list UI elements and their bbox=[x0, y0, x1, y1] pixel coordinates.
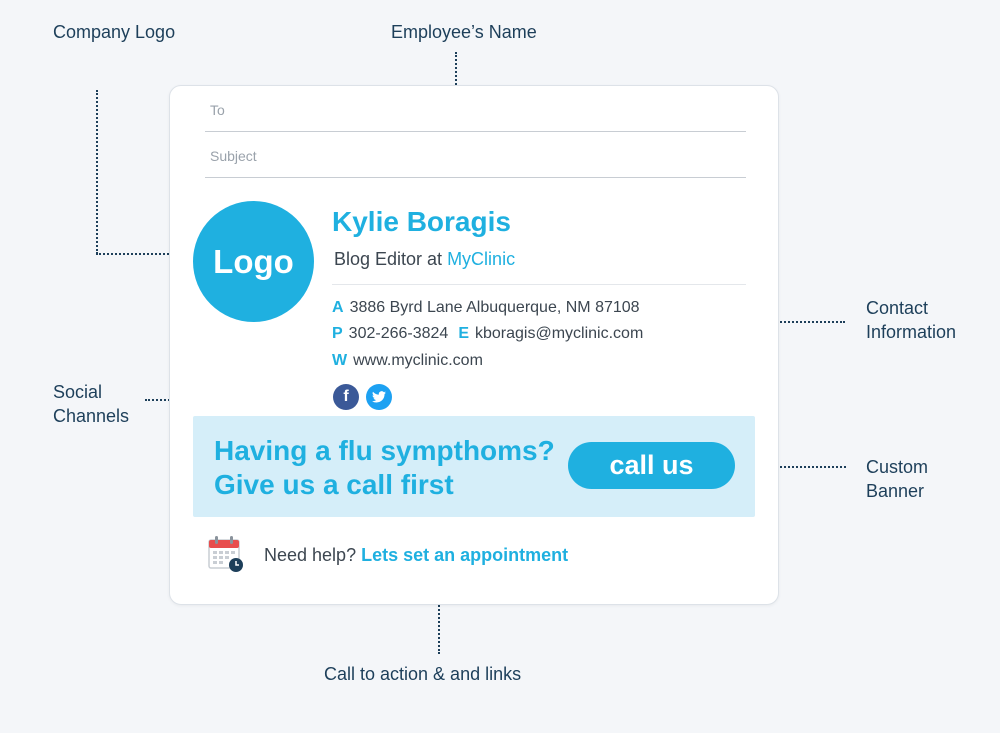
signature-divider bbox=[332, 284, 746, 285]
leader-line-logo-horizontal bbox=[96, 253, 184, 255]
address-line: A 3886 Byrd Lane Albuquerque, NM 87108 bbox=[332, 299, 640, 317]
banner-line-1: Having a flu sympthoms? bbox=[214, 435, 555, 466]
email-key: E bbox=[458, 325, 469, 342]
cta-prefix: Need help? bbox=[264, 545, 362, 565]
address-value: 3886 Byrd Lane Albuquerque, NM 87108 bbox=[349, 299, 640, 316]
call-us-button[interactable]: call us bbox=[568, 442, 735, 489]
annotation-call-to-action: Call to action & and links bbox=[324, 664, 522, 684]
appointment-link[interactable]: Lets set an appointment bbox=[361, 545, 569, 565]
annotation-contact-information: Contact Information bbox=[866, 298, 957, 342]
email-value[interactable]: kboragis@myclinic.com bbox=[474, 325, 644, 342]
annotation-custom-banner: Custom Banner bbox=[866, 457, 929, 501]
leader-line-cta bbox=[438, 590, 440, 654]
calendar-icon bbox=[208, 536, 243, 572]
subject-field-placeholder: Subject bbox=[210, 148, 257, 164]
leader-line-banner bbox=[736, 466, 846, 468]
company-logo: Logo bbox=[193, 201, 314, 322]
annotation-social-channels: Social Channels bbox=[53, 382, 130, 426]
company-link[interactable]: MyClinic bbox=[447, 249, 516, 269]
phone-value[interactable]: 302-266-3824 bbox=[348, 325, 449, 342]
custom-banner: Having a flu sympthoms? Give us a call f… bbox=[193, 416, 755, 517]
web-value[interactable]: www.myclinic.com bbox=[353, 352, 483, 369]
role-prefix: Blog Editor at bbox=[334, 249, 448, 269]
to-field-placeholder: To bbox=[210, 102, 225, 118]
employee-name: Kylie Boragis bbox=[332, 206, 511, 237]
annotation-employee-name: Employee’s Name bbox=[391, 22, 537, 42]
subject-field[interactable]: Subject bbox=[205, 132, 746, 178]
employee-role: Blog Editor at MyClinic bbox=[334, 249, 515, 270]
facebook-icon[interactable]: f bbox=[333, 384, 359, 410]
email-signature-card: To Subject Logo Kylie Boragis Blog Edito… bbox=[169, 85, 779, 605]
phone-key: P bbox=[332, 325, 343, 342]
twitter-bird-glyph bbox=[372, 391, 386, 403]
leader-line-logo-vertical bbox=[96, 90, 98, 254]
to-field[interactable]: To bbox=[205, 86, 746, 132]
web-key: W bbox=[332, 352, 348, 369]
address-key: A bbox=[332, 299, 344, 316]
banner-line-2: Give us a call first bbox=[214, 469, 454, 500]
cta-line: Need help? Lets set an appointment bbox=[264, 545, 568, 566]
twitter-icon[interactable] bbox=[366, 384, 392, 410]
banner-text: Having a flu sympthoms? Give us a call f… bbox=[214, 434, 555, 502]
annotation-company-logo: Company Logo bbox=[53, 22, 176, 42]
